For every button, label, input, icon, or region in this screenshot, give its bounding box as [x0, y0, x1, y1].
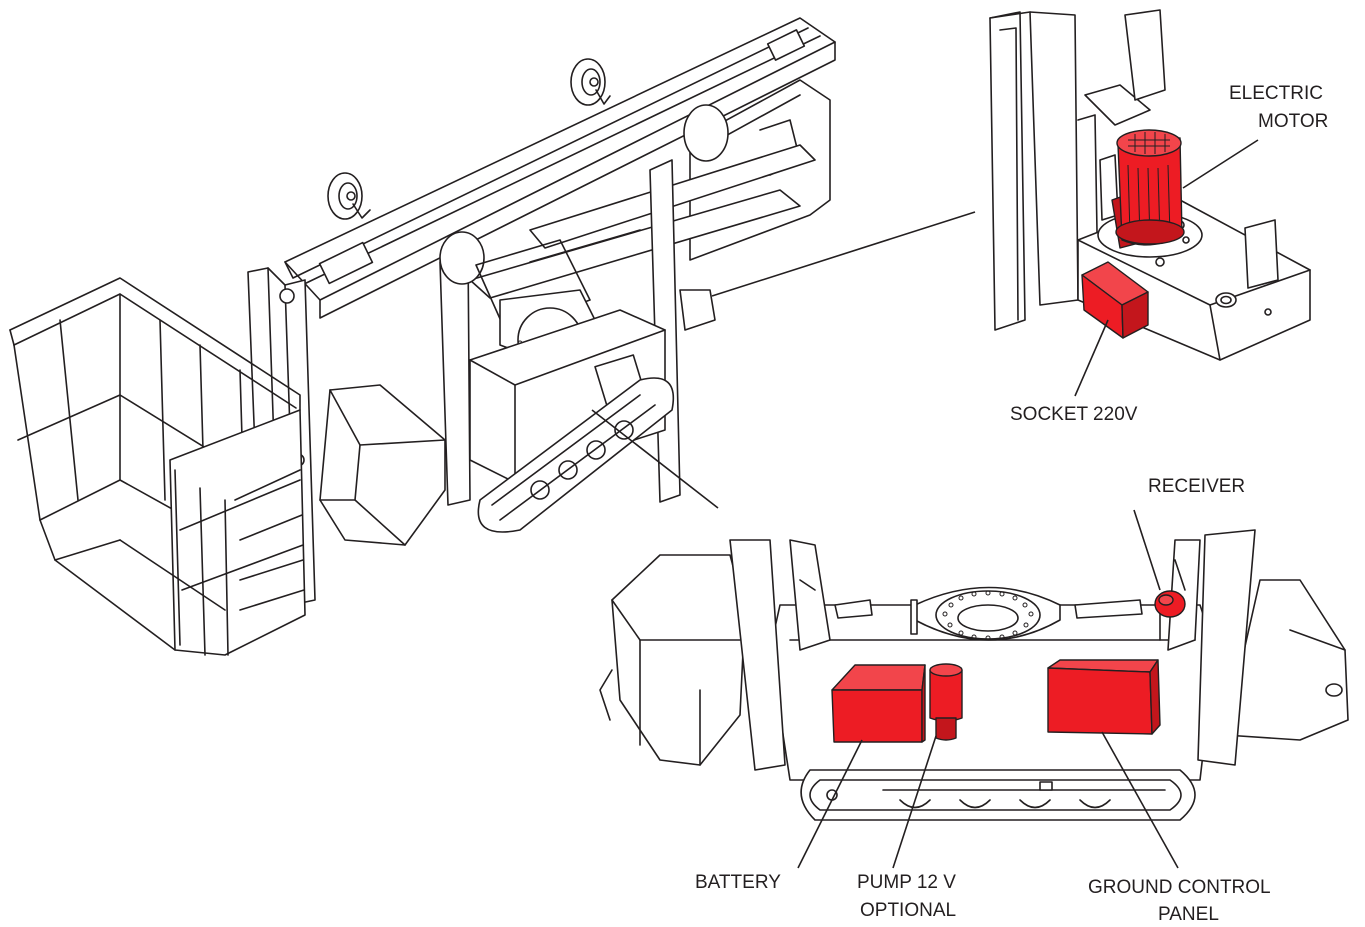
upper-boom	[284, 17, 836, 319]
pump-label-line1: PUMP 12 V	[857, 872, 956, 893]
electric-motor-label-line1: ELECTRIC	[1229, 83, 1323, 104]
pump-12v	[929, 663, 963, 741]
leader-battery	[797, 739, 863, 869]
leader-socket	[1074, 319, 1109, 397]
boom-wheel-top	[570, 58, 611, 106]
pump-label-line2: OPTIONAL	[860, 900, 956, 921]
front-cover	[319, 384, 446, 546]
callout-line-upper	[711, 211, 976, 297]
boom-bracket	[469, 79, 831, 299]
battery-label: BATTERY	[695, 872, 781, 893]
receiver-label: RECEIVER	[1148, 476, 1245, 497]
electric-motor	[1111, 129, 1185, 249]
socket-220v	[1081, 261, 1149, 339]
basket	[9, 277, 306, 656]
battery	[831, 664, 926, 743]
receiver	[1154, 590, 1186, 618]
leader-receiver	[1133, 509, 1161, 591]
ground-control-label-line2: PANEL	[1158, 904, 1219, 925]
leader-pump	[892, 735, 937, 869]
boom-wheel-left	[327, 172, 371, 220]
chassis-turntable-holes	[942, 590, 1034, 641]
ground-control-panel	[1047, 659, 1161, 735]
electric-motor-label-line2: MOTOR	[1258, 111, 1328, 132]
leader-electric-motor	[1182, 139, 1259, 189]
socket-label: SOCKET 220V	[1010, 404, 1138, 425]
leader-ground-control	[1101, 731, 1179, 869]
tracks	[477, 377, 674, 533]
callout-line-lower	[591, 409, 719, 509]
detail-chassis-view	[599, 529, 1349, 821]
ground-control-label-line1: GROUND CONTROL	[1088, 877, 1271, 898]
main-machine	[9, 17, 836, 656]
